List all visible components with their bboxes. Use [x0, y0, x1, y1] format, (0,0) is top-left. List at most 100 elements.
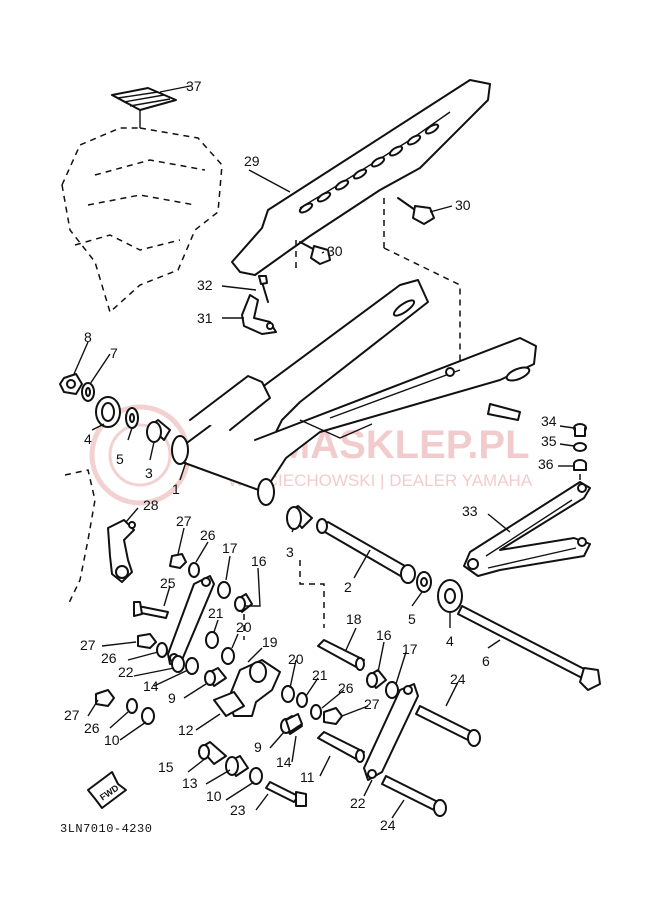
collar-12 — [213, 691, 245, 717]
callout-4-left: 4 — [84, 431, 92, 447]
chain-guide-33 — [463, 474, 591, 577]
bolt-24-lower — [381, 775, 447, 817]
callout-26-upper: 26 — [200, 527, 216, 543]
callout-35: 35 — [541, 433, 557, 449]
seal-4-right — [437, 579, 463, 613]
callout-12: 12 — [178, 722, 194, 738]
washer-26b — [156, 642, 168, 658]
collar-21b — [296, 692, 308, 708]
pivot-bolt-6 — [457, 605, 601, 691]
washer-26d — [126, 698, 138, 714]
callout-labels: 37 29 30 30 32 31 8 7 4 5 3 1 34 35 36 3… — [64, 78, 557, 833]
callout-27-right: 27 — [364, 696, 380, 712]
callout-17-lower: 17 — [402, 641, 418, 657]
callout-13: 13 — [182, 775, 198, 791]
diagram-reference-code: 3LN7010-4230 — [60, 822, 153, 836]
collar-10b — [249, 767, 263, 785]
washer-26a — [188, 562, 200, 578]
callout-20-upper: 20 — [236, 619, 252, 635]
callout-9-lower: 9 — [254, 739, 262, 755]
chain-guard-part — [231, 79, 491, 375]
callout-14-upper: 14 — [143, 678, 159, 694]
callout-26-lower: 26 — [84, 720, 100, 736]
callout-26-mid: 26 — [101, 650, 117, 666]
callout-24-upper: 24 — [450, 671, 466, 687]
connecting-rod-22 — [363, 683, 419, 781]
callout-23: 23 — [230, 802, 246, 818]
nut-8-left — [59, 373, 83, 395]
callout-5-left: 5 — [116, 451, 124, 467]
callout-32: 32 — [197, 277, 213, 293]
callout-7: 7 — [110, 345, 118, 361]
callout-31: 31 — [197, 310, 213, 326]
callout-18: 18 — [346, 611, 362, 627]
collar-36 — [573, 459, 587, 471]
callout-21-upper: 21 — [208, 605, 224, 621]
collar-10a — [141, 707, 155, 725]
bracket-part — [241, 275, 277, 335]
callout-11: 11 — [300, 769, 315, 785]
callout-16-lower: 16 — [376, 627, 392, 643]
nut-27b — [137, 633, 157, 649]
callout-10-upper: 10 — [104, 732, 120, 748]
bushing-16a — [234, 593, 253, 613]
callout-20-lower: 20 — [288, 651, 304, 667]
washer-26c — [310, 704, 322, 720]
bolt-24-upper — [415, 705, 481, 747]
bolt-34 — [573, 423, 587, 437]
collar-5-left — [125, 407, 139, 429]
pad-part — [111, 85, 191, 128]
callout-5-right: 5 — [408, 611, 416, 627]
callout-26-right: 26 — [338, 680, 354, 696]
collar-22a — [171, 655, 185, 673]
callout-leaders — [73, 169, 575, 819]
collar-18 — [317, 639, 365, 671]
bushing-13 — [225, 755, 249, 777]
nut-27a — [169, 553, 187, 569]
callout-3-left: 3 — [145, 465, 153, 481]
nut-27d — [95, 689, 115, 707]
chain-guard-bolt-front — [299, 241, 331, 265]
collar-17a — [217, 581, 231, 599]
swingarm-part — [171, 279, 537, 506]
callout-6: 6 — [482, 653, 490, 669]
callout-28: 28 — [143, 497, 159, 513]
callout-30-rear: 30 — [455, 197, 471, 213]
callout-25: 25 — [160, 575, 176, 591]
callout-27-lower: 27 — [64, 707, 80, 723]
washer-20a — [221, 647, 235, 665]
collar-11 — [317, 731, 365, 763]
callout-34: 34 — [541, 413, 557, 429]
callout-16-upper: 16 — [251, 553, 267, 569]
pivot-shaft-2 — [316, 518, 416, 584]
bracket-28-part — [107, 519, 136, 583]
collar-17b — [385, 681, 399, 699]
callout-8: 8 — [84, 329, 92, 345]
callout-30-front: 30 — [327, 243, 343, 259]
callout-19: 19 — [262, 634, 278, 650]
callout-22-upper: 22 — [118, 664, 134, 680]
callout-2: 2 — [344, 579, 352, 595]
collar-21a — [205, 631, 219, 649]
callout-37: 37 — [186, 78, 202, 94]
callout-27-upper: 27 — [176, 513, 192, 529]
bushing-16b — [366, 669, 387, 689]
bushing-9a — [204, 667, 227, 687]
washer-20b — [281, 685, 295, 703]
callout-1: 1 — [172, 481, 180, 497]
chain-guard-bolt-rear — [397, 197, 435, 225]
seal-4-left — [95, 396, 121, 428]
washer-5-right — [416, 571, 432, 593]
nut-27c — [323, 707, 343, 725]
collar-14b — [285, 713, 303, 733]
callout-10-lower: 10 — [206, 788, 222, 804]
washer-35 — [573, 442, 587, 452]
collar-15 — [198, 741, 227, 765]
callout-15: 15 — [158, 759, 174, 775]
callout-4-right: 4 — [446, 633, 454, 649]
callout-29: 29 — [244, 153, 260, 169]
bushing-3-right — [286, 505, 313, 530]
callout-17-upper: 17 — [222, 540, 238, 556]
